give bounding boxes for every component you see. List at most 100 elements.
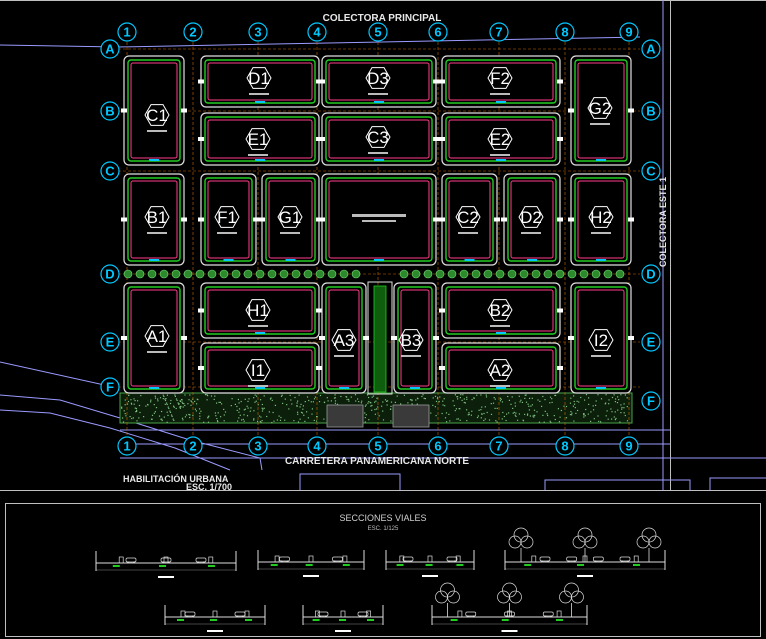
row-bubble-right-F: F bbox=[641, 391, 661, 411]
col-bubble-top-3-label: 3 bbox=[254, 25, 261, 40]
block-code-i1: I1 bbox=[251, 361, 265, 380]
tree bbox=[555, 269, 565, 279]
tree bbox=[315, 269, 325, 279]
col-bubble-top-2-label: 2 bbox=[189, 25, 196, 40]
block-code-g1: G1 bbox=[279, 208, 302, 227]
row-bubble-left-D: D bbox=[100, 264, 120, 284]
col-bubble-bottom-8: 8 bbox=[555, 436, 575, 456]
block-code-c2: C2 bbox=[457, 208, 479, 227]
col-bubble-bottom-3-label: 3 bbox=[254, 439, 261, 454]
site-boundary bbox=[0, 0, 766, 490]
col-bubble-bottom-4-label: 4 bbox=[313, 439, 321, 454]
tree bbox=[195, 269, 205, 279]
row-bubble-right-B-label: B bbox=[646, 104, 655, 119]
col-bubble-bottom-3: 3 bbox=[248, 436, 268, 456]
tree bbox=[207, 269, 217, 279]
row-bubble-right-D: D bbox=[641, 264, 661, 284]
col-bubble-bottom-1: 1 bbox=[117, 436, 137, 456]
block-label-c3: C3 bbox=[365, 126, 391, 154]
tree bbox=[243, 269, 253, 279]
row-bubble-left-D-label: D bbox=[105, 267, 114, 282]
block-label-a1: A1 bbox=[144, 325, 170, 353]
tree bbox=[339, 269, 349, 279]
tree bbox=[483, 269, 493, 279]
row-bubble-right-C: C bbox=[641, 161, 661, 181]
block-g1 bbox=[259, 173, 322, 266]
block-label-f2: F2 bbox=[487, 67, 513, 95]
block-code-f1: F1 bbox=[217, 208, 237, 227]
tree bbox=[159, 269, 169, 279]
section-7 bbox=[431, 582, 588, 632]
block-i1 bbox=[198, 342, 322, 394]
block-label-d3: D3 bbox=[365, 67, 391, 95]
col-bubble-bottom-1-label: 1 bbox=[123, 439, 130, 454]
tree bbox=[519, 269, 529, 279]
sections-scale: ESC. 1/125 bbox=[368, 526, 399, 532]
tree bbox=[399, 269, 409, 279]
tree bbox=[471, 269, 481, 279]
block-code-a3: A3 bbox=[334, 331, 355, 350]
col-bubble-top-1: 1 bbox=[117, 22, 137, 42]
col-bubble-top-8: 8 bbox=[555, 22, 575, 42]
tree bbox=[579, 269, 589, 279]
block-f1 bbox=[198, 173, 259, 266]
tree bbox=[255, 269, 265, 279]
col-bubble-bottom-9: 9 bbox=[619, 436, 639, 456]
top-road-label: COLECTORA PRINCIPAL bbox=[323, 13, 442, 24]
tree bbox=[591, 269, 601, 279]
block-label-c1: C1 bbox=[144, 104, 170, 132]
section-4 bbox=[504, 527, 666, 577]
block-code-d1: D1 bbox=[248, 69, 270, 88]
row-bubble-right-D-label: D bbox=[646, 267, 655, 282]
block-label-e1: E1 bbox=[245, 128, 271, 156]
row-bubble-left-B: B bbox=[100, 101, 120, 121]
block-e1 bbox=[198, 112, 322, 166]
plan-title: HABILITACIÓN URBANA bbox=[123, 473, 229, 484]
tree bbox=[123, 269, 133, 279]
block-code-d2: D2 bbox=[520, 208, 542, 227]
col-bubble-top-9: 9 bbox=[619, 22, 639, 42]
block-center bbox=[319, 173, 439, 266]
row-bubble-right-A-label: A bbox=[646, 42, 656, 57]
col-bubble-top-1-label: 1 bbox=[123, 25, 130, 40]
tree bbox=[135, 269, 145, 279]
col-bubble-top-9-label: 9 bbox=[625, 25, 632, 40]
col-bubble-top-4: 4 bbox=[307, 22, 327, 42]
col-bubble-top-6-label: 6 bbox=[434, 25, 441, 40]
tree bbox=[531, 269, 541, 279]
plan-scale: ESC. 1/700 bbox=[186, 482, 232, 492]
block-a2 bbox=[439, 342, 563, 394]
tree bbox=[183, 269, 193, 279]
col-bubble-bottom-5: 5 bbox=[368, 436, 388, 456]
block-label-d1: D1 bbox=[246, 67, 272, 95]
col-bubble-top-3: 3 bbox=[248, 22, 268, 42]
tree-row bbox=[123, 269, 625, 279]
road-sections bbox=[95, 527, 666, 632]
block-code-e2: E2 bbox=[490, 130, 511, 149]
sections-title: SECCIONES VIALES bbox=[339, 513, 426, 523]
block-code-c1: C1 bbox=[146, 106, 168, 125]
block-b3 bbox=[391, 282, 439, 394]
block-label-a3: A3 bbox=[331, 329, 357, 357]
row-bubble-left-A-label: A bbox=[105, 42, 115, 57]
col-bubble-bottom-6-label: 6 bbox=[434, 439, 441, 454]
tree bbox=[423, 269, 433, 279]
block-label-d2: D2 bbox=[518, 206, 544, 234]
bottom-road-label: CARRETERA PANAMERICANA NORTE bbox=[285, 456, 469, 467]
block-d3 bbox=[319, 55, 439, 108]
tree bbox=[267, 269, 277, 279]
col-bubble-bottom-6: 6 bbox=[428, 436, 448, 456]
section-1 bbox=[95, 551, 237, 578]
tree bbox=[495, 269, 505, 279]
tree bbox=[327, 269, 337, 279]
block-label-b3: B3 bbox=[398, 329, 424, 357]
central-avenue bbox=[367, 281, 393, 395]
block-code-b3: B3 bbox=[401, 331, 422, 350]
col-bubble-bottom-4: 4 bbox=[307, 436, 327, 456]
block-layer bbox=[121, 55, 634, 394]
block-label-a2: A2 bbox=[487, 359, 513, 387]
block-code-h1: H1 bbox=[247, 301, 269, 320]
